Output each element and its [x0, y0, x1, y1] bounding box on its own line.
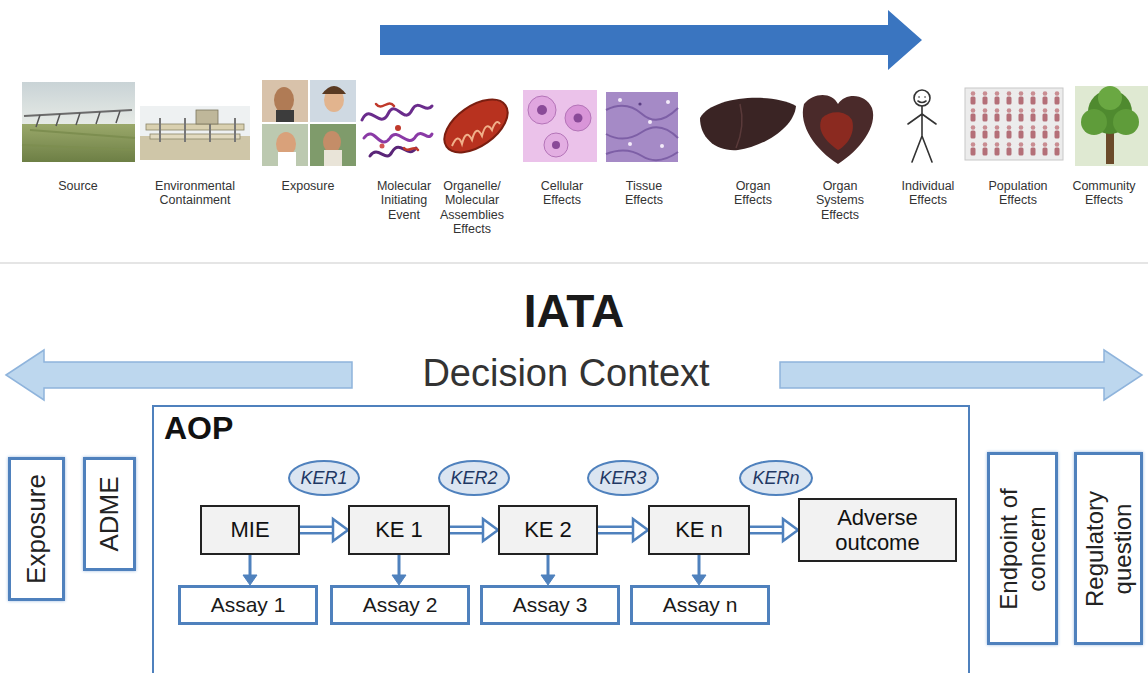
- scale-caption: Organ Effects: [724, 179, 782, 208]
- event-text: KE n: [675, 517, 723, 542]
- context-box: Endpoint of concern: [987, 452, 1058, 645]
- organ-system-picture: [803, 95, 873, 164]
- context-label: Decision Context: [396, 351, 736, 397]
- context-arrow-right: [780, 350, 1142, 400]
- source-picture: [22, 82, 135, 162]
- relationship-text: KER2: [450, 468, 497, 489]
- connector-arrow: [243, 555, 257, 585]
- event-box: KE 1: [348, 505, 450, 555]
- assay-text: Assay n: [663, 593, 738, 617]
- context-text: ADME: [95, 464, 125, 564]
- relationship-text: KER1: [300, 468, 347, 489]
- connector-arrow: [300, 519, 348, 541]
- assay-box: Assay 2: [330, 585, 470, 625]
- connector-arrow: [750, 519, 798, 541]
- separator-line: [0, 262, 1148, 264]
- scale-caption: Source: [38, 179, 118, 193]
- relationship-text: KER3: [599, 468, 646, 489]
- liver-picture: [700, 98, 796, 150]
- mitochondrion-picture: [435, 89, 517, 163]
- assay-text: Assay 3: [513, 593, 588, 617]
- population-picture: [965, 88, 1063, 160]
- scale-caption: Tissue Effects: [615, 179, 673, 208]
- flow-arrow: [380, 10, 922, 70]
- person-picture: [908, 90, 936, 162]
- cells-picture: [523, 90, 597, 162]
- context-text: Exposure: [22, 464, 52, 594]
- scale-caption: Community Effects: [1068, 179, 1140, 208]
- context-box: Regulatory question: [1074, 452, 1143, 645]
- tree-picture: [1075, 86, 1148, 166]
- context-arrow-left: [6, 350, 352, 400]
- relationship-ellipse: KER2: [438, 460, 510, 496]
- aop-heading: AOP: [164, 411, 233, 446]
- connector-arrow: [541, 555, 555, 585]
- assay-text: Assay 1: [211, 593, 286, 617]
- event-text: Adverse outcome: [806, 505, 949, 556]
- connector-arrow: [598, 519, 648, 541]
- context-box: Exposure: [8, 457, 65, 601]
- tissue-picture: [606, 92, 678, 162]
- diagram-title: IATA: [0, 284, 1148, 338]
- exposure-picture: [262, 80, 356, 166]
- assay-box: Assay 3: [480, 585, 620, 625]
- connector-arrow: [392, 555, 406, 585]
- event-text: MIE: [230, 517, 269, 542]
- assay-box: Assay n: [630, 585, 770, 625]
- scale-caption: Population Effects: [981, 179, 1055, 208]
- relationship-ellipse: KER1: [288, 460, 360, 496]
- scale-caption: Molecular Initiating Event: [370, 179, 438, 222]
- relationship-ellipse: KERn: [739, 460, 813, 496]
- scale-caption: Environmental Containment: [145, 179, 245, 208]
- event-box: KE n: [648, 505, 750, 555]
- event-box: MIE: [200, 505, 300, 555]
- event-text: KE 1: [375, 517, 423, 542]
- assay-text: Assay 2: [363, 593, 438, 617]
- scale-caption: Organ Systems Effects: [809, 179, 871, 222]
- event-text: KE 2: [524, 517, 572, 542]
- event-box: KE 2: [498, 505, 598, 555]
- scale-caption: Cellular Effects: [532, 179, 592, 208]
- event-box: Adverse outcome: [798, 498, 957, 562]
- aop-frame: AOP KER1 KER2 KER3 KERnMIE KE 1 KE 2 KE n Advers…: [152, 405, 970, 673]
- assay-box: Assay 1: [178, 585, 318, 625]
- relationship-text: KERn: [752, 468, 799, 489]
- scale-caption: Individual Effects: [895, 179, 961, 208]
- context-box: ADME: [83, 457, 136, 571]
- context-text: Endpoint of concern: [995, 479, 1050, 619]
- protein-picture: [362, 103, 432, 156]
- relationship-ellipse: KER3: [587, 460, 659, 496]
- scale-caption: Exposure: [268, 179, 348, 193]
- connector-arrow: [450, 519, 498, 541]
- containment-picture: [140, 106, 250, 160]
- context-text: Regulatory question: [1081, 484, 1136, 614]
- connector-arrow: [692, 555, 706, 585]
- scale-caption: Organelle/ Molecular Assemblies Effects: [437, 179, 507, 237]
